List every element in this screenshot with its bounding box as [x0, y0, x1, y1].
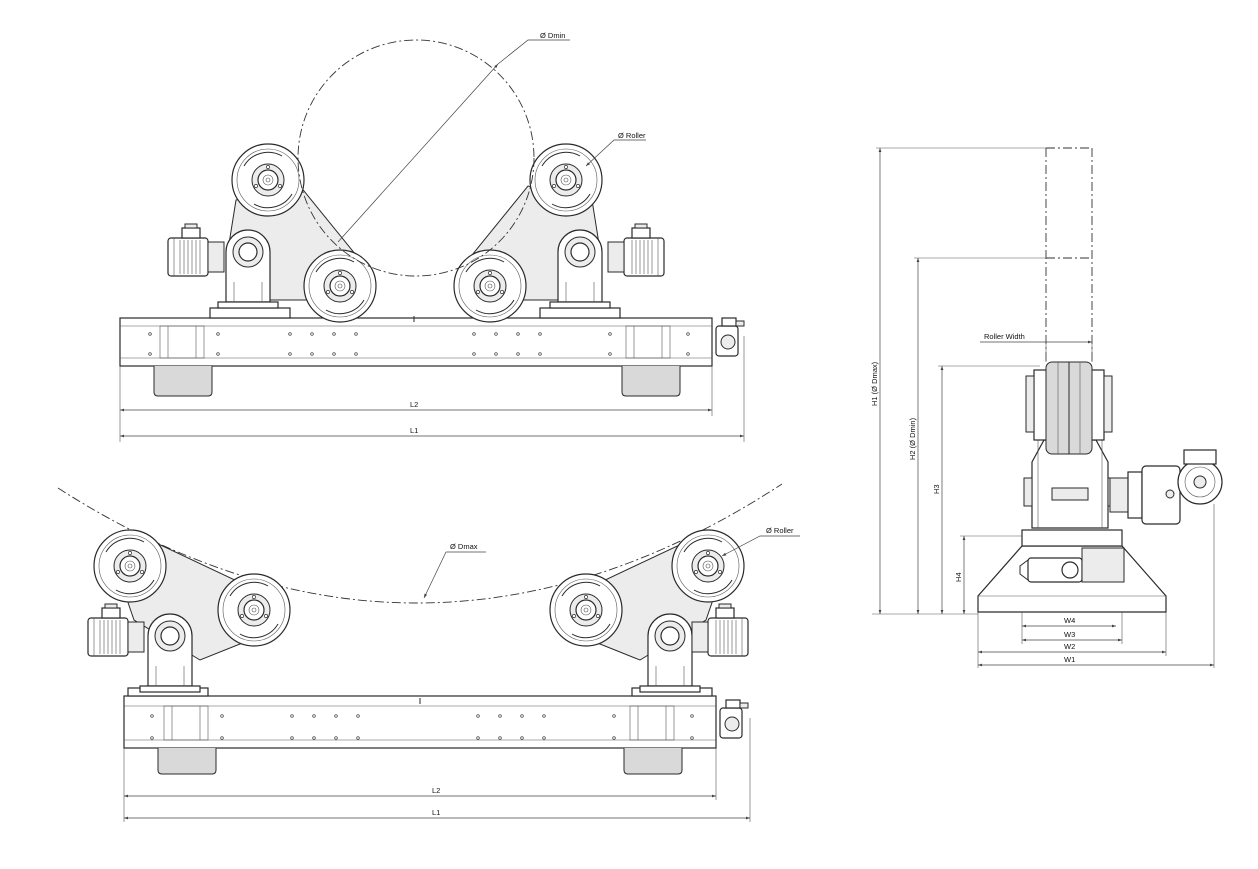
- roller-wheel: [93, 529, 167, 603]
- front-view-dmin: Ø Dmin Ø Roller L2 L1: [119, 31, 745, 442]
- base-foot-left: [157, 748, 217, 775]
- roller-width-label: Roller Width: [984, 332, 1025, 341]
- h1-dimension-label: H1 (Ø Dmax): [870, 361, 879, 406]
- workpiece-dmax-arc: [57, 483, 783, 604]
- end-gearbox: [719, 699, 749, 739]
- roller-wheel: [231, 143, 305, 217]
- drive-motor-left: [167, 223, 225, 277]
- l1-dimension-label: L1: [432, 808, 440, 817]
- h2-dimension-label: H2 (Ø Dmin): [908, 417, 917, 460]
- h4-dimension-label: H4: [954, 572, 963, 582]
- l2-dimension-label: L2: [432, 786, 440, 795]
- w4-dimension-label: W4: [1064, 616, 1075, 625]
- end-gearbox: [715, 317, 745, 357]
- roller-wheel: [453, 249, 527, 323]
- w2-dimension-label: W2: [1064, 642, 1075, 651]
- w3-dimension-label: W3: [1064, 630, 1075, 639]
- roller-diameter-label: Ø Roller: [766, 526, 794, 535]
- side-gearbox: [1141, 465, 1181, 525]
- base-beam: [123, 695, 717, 749]
- l2-dimension-label: L2: [410, 400, 418, 409]
- roller-wheel: [529, 143, 603, 217]
- h3-dimension-label: H3: [932, 484, 941, 494]
- w1-dimension-label: W1: [1064, 655, 1075, 664]
- roller-wheel: [549, 573, 623, 647]
- dmax-label: Ø Dmax: [450, 542, 478, 551]
- front-view-dmax: Ø Dmax Ø Roller L2 L1: [57, 483, 800, 822]
- drive-motor-right: [607, 223, 665, 277]
- roller-wheel: [217, 573, 291, 647]
- dmin-label: Ø Dmin: [540, 31, 565, 40]
- base-beam: [119, 317, 713, 367]
- roller-wheel: [303, 249, 377, 323]
- workpiece-dmin-circle: [297, 39, 535, 277]
- l1-dimension-label: L1: [410, 426, 418, 435]
- base-foot-right: [623, 748, 683, 775]
- base-foot-left: [153, 366, 213, 397]
- side-view: Roller Width H1 (Ø Dmax) H2 (Ø Dmin) H3 …: [870, 147, 1223, 668]
- roller-diameter-label: Ø Roller: [618, 131, 646, 140]
- roller-wheel: [671, 529, 745, 603]
- base-foot-right: [621, 366, 681, 397]
